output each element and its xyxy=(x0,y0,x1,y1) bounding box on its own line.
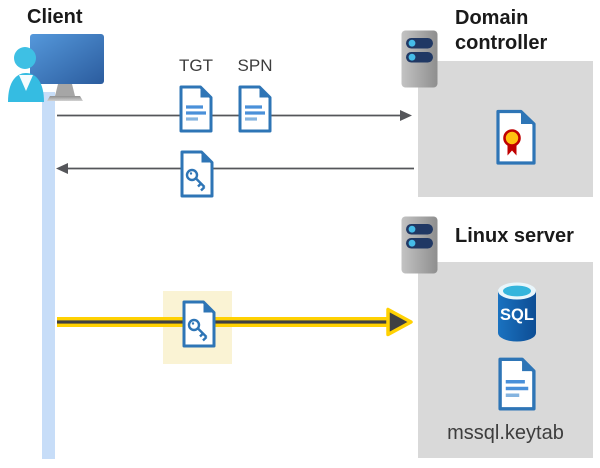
sql-database-icon: SQL xyxy=(498,282,536,342)
keytab-file-icon xyxy=(495,357,539,411)
certificate-icon xyxy=(496,109,536,165)
response-arrow xyxy=(56,163,414,174)
linux-server-icon xyxy=(401,216,438,274)
spn-label: SPN xyxy=(237,56,273,75)
sql-icon-text: SQL xyxy=(500,306,534,324)
client-title: Client xyxy=(27,6,83,28)
key-document-icon xyxy=(178,150,216,198)
client-lifeline xyxy=(42,92,55,459)
spn-document-icon xyxy=(236,85,274,133)
linux-server-title: Linux server xyxy=(455,225,574,247)
key-document-highlight-icon xyxy=(180,300,218,348)
domain-controller-server-icon xyxy=(401,30,438,88)
auth-highlight-arrow xyxy=(57,307,413,337)
monitor-user-icon xyxy=(8,34,104,102)
domain-controller-title: Domain controller xyxy=(455,7,548,54)
tgt-document-icon xyxy=(177,85,215,133)
request-arrow xyxy=(57,110,412,121)
tgt-label: TGT xyxy=(179,56,213,75)
keytab-label: mssql.keytab xyxy=(447,422,564,444)
